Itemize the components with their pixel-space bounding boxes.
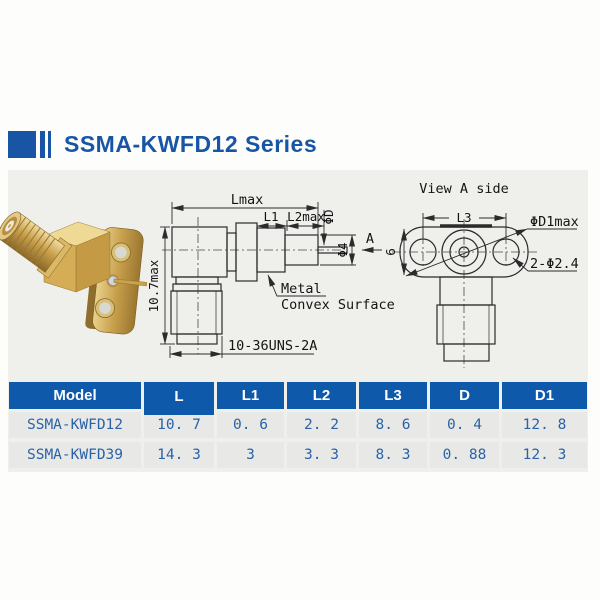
- thread-spec-label: 10-36UNS-2A: [228, 338, 317, 354]
- page-title-row: SSMA-KWFD12 Series: [8, 131, 317, 158]
- value-cell: 3: [217, 442, 284, 468]
- side-view-drawing: Lmax L1 L2max ΦD Φ4 10.7max: [146, 192, 395, 358]
- connector-nut: [0, 211, 73, 279]
- note-convex-surface: Convex Surface: [281, 297, 395, 313]
- title-bar-icon: [40, 131, 45, 158]
- value-cell: 3. 3: [287, 442, 356, 468]
- value-cell: 0. 4: [430, 412, 499, 438]
- dim-phi-d-label: ΦD: [321, 209, 336, 224]
- dim-lmax-label: Lmax: [231, 192, 264, 208]
- header-l: L: [144, 382, 214, 415]
- section-arrow-label: A: [366, 231, 374, 247]
- model-cell: SSMA-KWFD12: [9, 412, 141, 438]
- model-cell: SSMA-KWFD39: [9, 442, 141, 468]
- table-row: SSMA-KWFD12 10. 7 0. 6 2. 2 8. 6 0. 4 12…: [9, 412, 588, 438]
- dim-6-label: 6: [383, 248, 398, 256]
- header-l1: L1: [217, 382, 284, 409]
- table-row: SSMA-KWFD39 14. 3 3 3. 3 8. 3 0. 88 12. …: [9, 442, 588, 468]
- header-l2: L2: [287, 382, 356, 409]
- front-view-drawing: View A side L3 6 ΦD1max: [383, 181, 579, 368]
- dim-phi-d1max-label: ΦD1max: [530, 214, 579, 230]
- header-d1: D1: [502, 382, 587, 409]
- header-l3: L3: [359, 382, 427, 409]
- value-cell: 14. 3: [144, 442, 214, 468]
- value-cell: 0. 6: [217, 412, 284, 438]
- title-square-icon: [8, 131, 36, 158]
- header-d: D: [430, 382, 499, 409]
- page-title: SSMA-KWFD12 Series: [64, 131, 318, 157]
- note-metal: Metal: [281, 281, 322, 297]
- value-cell: 8. 6: [359, 412, 427, 438]
- connector-pin: [113, 278, 148, 287]
- dim-holes-label: 2-Φ2.4: [530, 256, 579, 272]
- value-cell: 12. 8: [502, 412, 587, 438]
- front-view-title: View A side: [419, 181, 508, 197]
- title-bar-icon: [48, 131, 51, 158]
- connector-photo: [0, 211, 148, 335]
- value-cell: 12. 3: [502, 442, 587, 468]
- dim-l1-label: L1: [263, 209, 278, 224]
- dim-l3-label: L3: [456, 210, 471, 225]
- value-cell: 10. 7: [144, 412, 214, 438]
- dim-phi-4-label: Φ4: [335, 242, 350, 257]
- dim-height-label: 10.7max: [146, 259, 161, 312]
- table-header-row: Model L L1 L2 L3 D D1: [9, 382, 588, 415]
- header-model: Model: [9, 382, 141, 409]
- value-cell: 2. 2: [287, 412, 356, 438]
- dim-l2max-label: L2max: [287, 209, 325, 224]
- value-cell: 8. 3: [359, 442, 427, 468]
- value-cell: 0. 88: [430, 442, 499, 468]
- dimensions-table: Model L L1 L2 L3 D D1 SSMA-KWFD12 10. 7 …: [9, 382, 588, 472]
